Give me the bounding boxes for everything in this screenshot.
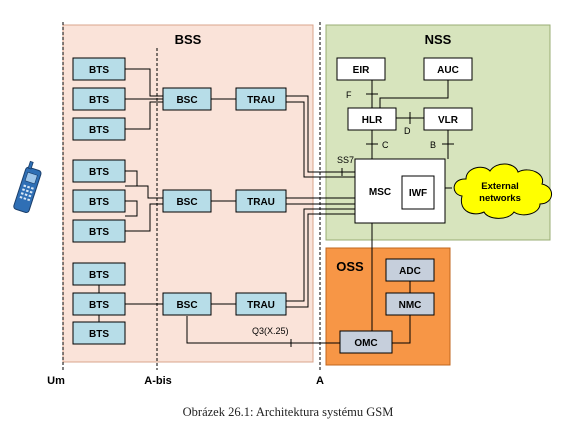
bts-group-1: BTS BTS BTS (72, 57, 126, 141)
bts-label: BTS (89, 167, 109, 178)
vlr-node (423, 107, 473, 131)
trau-node-2 (235, 189, 287, 213)
bsc-node-1 (162, 87, 212, 111)
nss-label: NSS (425, 32, 452, 47)
oss-label: OSS (336, 259, 364, 274)
c-label: C (382, 140, 389, 150)
bts-label: BTS (89, 329, 109, 340)
adc-node (385, 258, 435, 282)
trau-label: TRAU (247, 95, 275, 106)
auc-node (423, 57, 473, 81)
ss7-label: SS7 (337, 155, 354, 165)
mobile-phone-icon (13, 160, 42, 214)
omc-node (339, 330, 393, 354)
external-networks-label-line1: External (481, 181, 519, 192)
trau-label: TRAU (247, 300, 275, 311)
msc-label: MSC (369, 187, 391, 198)
trau-node-1 (235, 87, 287, 111)
bss-label: BSS (175, 32, 202, 47)
bts-label: BTS (89, 125, 109, 136)
omc-label: OMC (354, 338, 377, 349)
connection-lines (125, 68, 452, 344)
bsc-label: BSC (176, 95, 197, 106)
bsc-node-2 (162, 189, 212, 213)
nmc-node (385, 292, 435, 316)
trau-label: TRAU (247, 197, 275, 208)
f-label: F (346, 90, 352, 100)
bts-label: BTS (89, 95, 109, 106)
bts-label: BTS (89, 300, 109, 311)
bsc-label: BSC (176, 197, 197, 208)
bts-node (72, 159, 126, 183)
iwf-label: IWF (409, 188, 427, 199)
figure-caption: Obrázek 26.1: Architektura systému GSM (182, 405, 394, 419)
nmc-label: NMC (399, 300, 422, 311)
bts-node (72, 117, 126, 141)
abis-interface-label: A-bis (144, 375, 172, 387)
bts-node (72, 189, 126, 213)
bsc-node-3 (162, 292, 212, 316)
adc-label: ADC (399, 266, 421, 277)
iwf-node (401, 175, 435, 210)
external-networks-label-line2: networks (479, 193, 521, 204)
a-interface-label: A (316, 375, 324, 387)
bts-group-2: BTS BTS BTS (72, 159, 126, 243)
d-label: D (404, 126, 411, 136)
um-interface-label: Um (47, 375, 65, 387)
interface-ticks (290, 93, 454, 347)
q3-label: Q3(X.25) (252, 326, 289, 336)
bts-node (72, 57, 126, 81)
hlr-label: HLR (362, 115, 383, 126)
eir-label: EIR (353, 65, 370, 76)
auc-label: AUC (437, 65, 459, 76)
cloud-icon: External networks (453, 163, 552, 219)
trau-node-3 (235, 292, 287, 316)
bts-group-3: BTS BTS BTS (72, 262, 126, 345)
bts-node (72, 87, 126, 111)
bts-label: BTS (89, 270, 109, 281)
vlr-label: VLR (438, 115, 459, 126)
bts-label: BTS (89, 197, 109, 208)
bsc-label: BSC (176, 300, 197, 311)
hlr-node (347, 107, 397, 131)
b-label: B (430, 140, 436, 150)
eir-node (336, 57, 386, 81)
bts-label: BTS (89, 65, 109, 76)
bts-label: BTS (89, 227, 109, 238)
bts-node (72, 219, 126, 243)
